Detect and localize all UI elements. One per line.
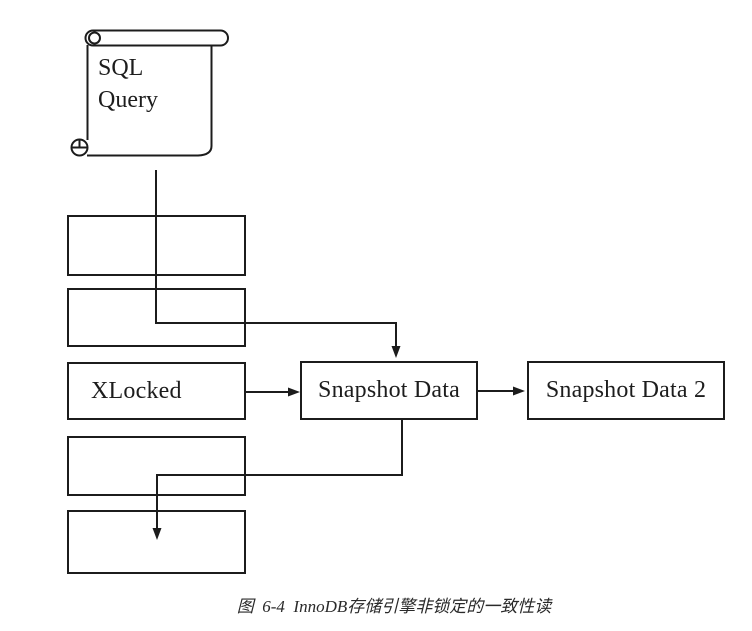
- scroll-bottom-curl-fold: [71, 139, 88, 149]
- arrowhead-right-into-snapshot2: [513, 386, 525, 396]
- xlocked-box: XLocked: [67, 362, 246, 420]
- snapshot-data-2-box: Snapshot Data 2: [527, 361, 725, 420]
- snapshot-data-box: Snapshot Data: [300, 361, 478, 420]
- version-box-1: [67, 215, 246, 276]
- arrowhead-right-into-snapshot: [288, 387, 300, 397]
- sql-query-line1: SQL: [98, 55, 144, 81]
- version-box-4: [67, 436, 246, 496]
- version-box-2: [67, 288, 246, 347]
- scroll-top-roll-shape: [84, 29, 229, 47]
- figure-caption: 图 6-4 InnoDB存储引擎非锁定的一致性读: [236, 597, 552, 616]
- version-box-5: [67, 510, 246, 574]
- sql-query-line2: Query: [98, 87, 158, 113]
- scroll-top-curl: [88, 31, 101, 45]
- arrowhead-down-into-snapshot: [391, 346, 401, 358]
- scroll-bottom-curl: [70, 138, 89, 157]
- sql-query-scroll-label: SQL Query: [98, 52, 158, 116]
